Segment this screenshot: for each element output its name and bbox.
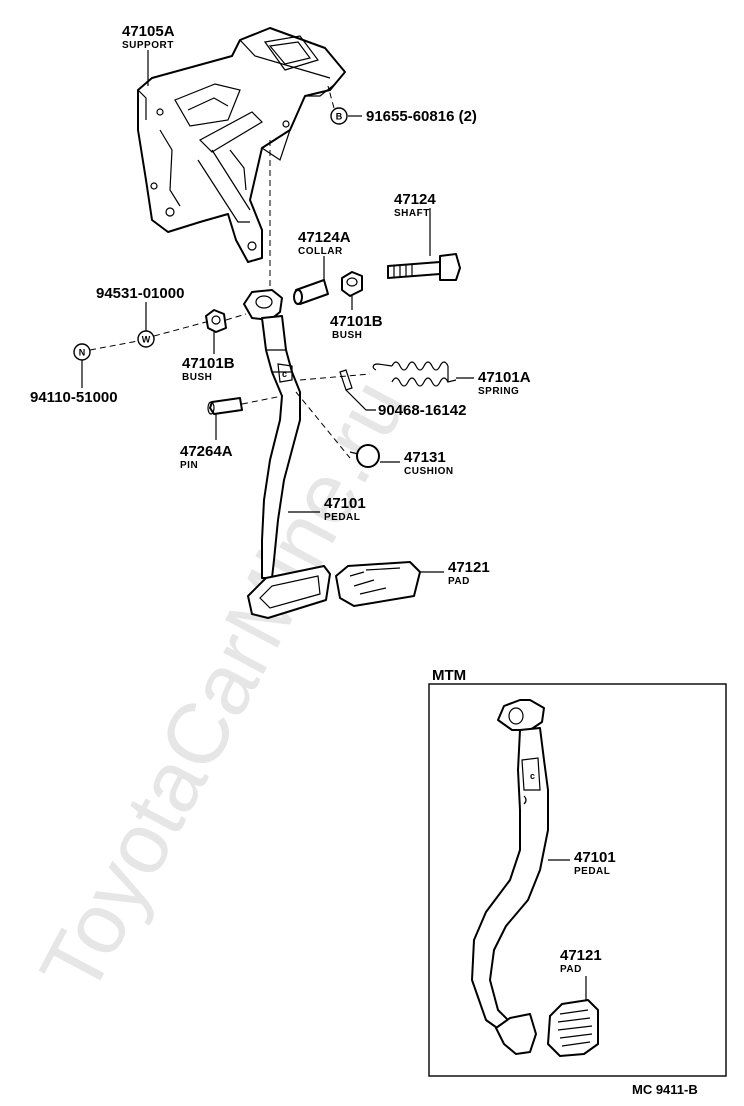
shaft-part-name: SHAFT [394,208,430,219]
bolt-callout: B 91655-60816 (2) [327,85,477,125]
diagram-code: MC 9411-B [632,1082,698,1097]
collar-part-number: 47124A [298,229,351,246]
shaft-drawing [387,208,461,281]
collar-drawing [293,256,329,305]
pedal-part-number: 47101 [324,495,366,512]
mtm-pad-part-name: PAD [560,964,582,975]
support-part-name: SUPPORT [122,40,174,51]
mtm-pedal-part-number: 47101 [574,849,616,866]
cushion-drawing [349,444,400,468]
cushion-part-name: CUSHION [404,466,454,477]
nut-part-number: 94110-51000 [30,389,118,406]
spring-drawing [372,361,474,387]
support-part-number: 47105A [122,23,175,40]
bush-right-part-name: BUSH [332,330,362,341]
support-bracket-drawing [137,27,346,295]
mtm-title: MTM [432,667,466,684]
nut-symbol: N [79,348,86,358]
bush-left-part-name: BUSH [182,372,212,383]
mtm-inset: MTM c 47101 PEDAL 47121 PAD [428,667,727,1077]
mtm-pedal-lever-mark: c [530,771,535,781]
cushion-part-number: 47131 [404,449,446,466]
spring-part-number: 47101A [478,369,531,386]
bush-right-drawing [341,271,363,310]
bolt-symbol: B [336,112,343,122]
mtm-frame [428,683,727,1077]
washer-symbol: W [142,335,151,345]
pad-part-number: 47121 [448,559,490,576]
mtm-pad-part-number: 47121 [560,947,602,964]
pad-part-name: PAD [448,576,470,587]
spring-part-name: SPRING [478,386,519,397]
pedal-lever-mark: c [282,369,287,379]
bolt-part-number: 91655-60816 (2) [366,108,477,125]
washer-part-number: 94531-01000 [96,285,184,302]
nut-callout: N [73,340,139,388]
mtm-pedal-part-name: PEDAL [574,866,610,877]
clip-part-number: 90468-16142 [378,402,466,419]
mtm-pad-drawing [547,976,599,1057]
pedal-drawing: c [243,289,371,619]
clip-drawing [339,369,376,411]
bush-left-drawing [205,309,247,354]
pad-drawing [335,561,444,607]
collar-part-name: COLLAR [298,246,343,257]
pin-part-number: 47264A [180,443,233,460]
bush-left-part-number: 47101B [182,355,235,372]
bush-right-part-number: 47101B [330,313,383,330]
pin-part-name: PIN [180,460,198,471]
pedal-part-name: PEDAL [324,512,360,523]
pin-drawing [207,395,283,440]
washer-callout: W [137,302,207,348]
shaft-part-number: 47124 [394,191,436,208]
mtm-pedal-drawing: c [471,699,570,1055]
